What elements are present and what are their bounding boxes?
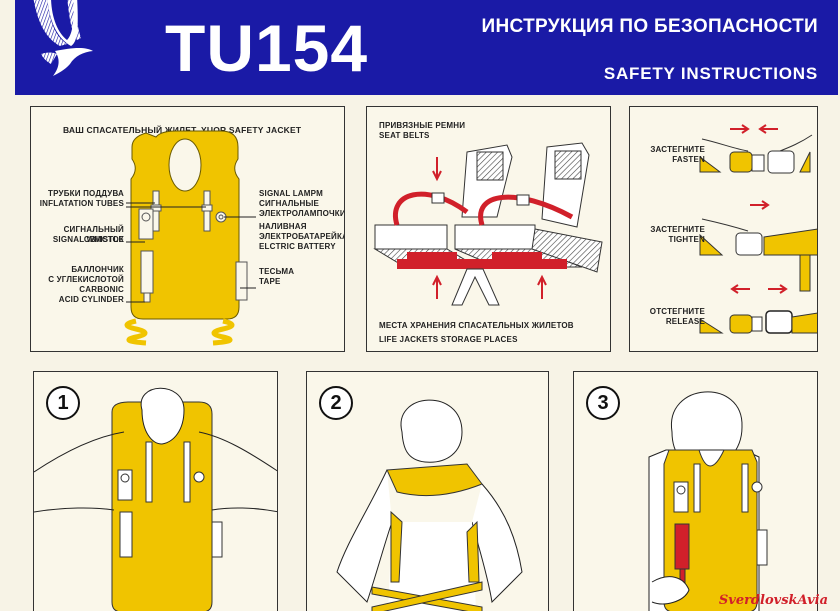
fasten-label-en: FASTEN xyxy=(672,155,705,164)
title-russian: ИНСТРУКЦИЯ ПО БЕЗОПАСНОСТИ xyxy=(481,16,818,37)
fasten-arrows-icon xyxy=(730,124,778,134)
step-number-3: 3 xyxy=(586,386,620,420)
whistle-label-en: SIGNAL WHISTLE xyxy=(52,235,124,244)
seats-title-ru: ПРИВЯЗНЫЕ РЕМНИ xyxy=(379,121,466,130)
aircraft-model: TU154 xyxy=(165,11,369,85)
seats-diagram-icon xyxy=(373,142,603,306)
storage-label-en: LIFE JACKETS STORAGE PLACES xyxy=(379,335,518,344)
tape-label-en: TAPE xyxy=(259,277,281,286)
whistle-label-ru: СИГНАЛЬНЫЙ СВИСТОК xyxy=(63,225,124,244)
tubes-label-en: INFLATATION TUBES xyxy=(39,199,124,208)
battery-label-en: ELCTRIC BATTERY xyxy=(259,242,336,251)
panel-buckle: ЗАСТЕГНИТЕ FASTEN ЗАСТЕГНИТЕ TIGHTEN ОТС… xyxy=(629,106,818,352)
battery-label-ru2: ЭЛЕКТРОБАТАРЕЙКА xyxy=(259,232,345,241)
title-english: SAFETY INSTRUCTIONS xyxy=(603,64,818,83)
battery-label-ru1: НАЛИВНАЯ xyxy=(259,222,307,231)
step-number-1: 1 xyxy=(46,386,80,420)
panel-step-1: 1 xyxy=(33,371,278,611)
storage-label-ru: МЕСТА ХРАНЕНИЯ СПАСАТЕЛЬНЫХ ЖИЛЕТОВ xyxy=(379,321,574,330)
tape-label-ru: ТЕСЬМА xyxy=(259,267,295,276)
panel-seat-belts: ПРИВЯЗНЫЕ РЕМНИ SEAT BELTS МЕСТА ХРАНЕНИ… xyxy=(366,106,611,352)
panel-life-jacket: ВАШ СПАСАТЕЛЬНЫЙ ЖИЛЕТ YUOR SAFETY JACKE… xyxy=(30,106,345,352)
lamp-label-en: SIGNAL LAMPM xyxy=(259,189,324,198)
step-number-2: 2 xyxy=(319,386,353,420)
person-inflating-vest-icon xyxy=(648,391,768,611)
seats-title-en: SEAT BELTS xyxy=(379,131,430,140)
cylinder-label-en2: ACID CYLINDER xyxy=(58,295,124,304)
bird-logo-icon xyxy=(33,0,93,76)
release-arrows-icon xyxy=(730,284,788,294)
cylinder-label-en1: CARBONIC xyxy=(79,285,124,294)
jacket-title-en: YUOR SAFETY JACKET xyxy=(201,125,302,135)
tighten-label-en: TIGHTEN xyxy=(668,235,705,244)
lamp-label-ru2: ЭЛЕКТРОЛАМПОЧКИ xyxy=(259,209,345,218)
buckle-diagram-icon xyxy=(699,124,817,334)
release-label-ru: ОТСТЕГНИТЕ xyxy=(649,307,705,316)
person-tying-straps-icon xyxy=(336,399,523,611)
tighten-arrow-icon xyxy=(750,200,770,210)
lamp-label-ru1: СИГНАЛЬНЫЕ xyxy=(259,199,320,208)
jacket-title-ru: ВАШ СПАСАТЕЛЬНЫЙ ЖИЛЕТ xyxy=(63,125,197,135)
fasten-label-ru: ЗАСТЕГНИТЕ xyxy=(650,145,705,154)
cylinder-label-ru2: С УГЛЕКИСЛОТОЙ xyxy=(48,275,124,284)
panel-step-2: 2 xyxy=(306,371,549,611)
tighten-label-ru: ЗАСТЕГНИТЕ xyxy=(650,225,705,234)
tubes-label-ru: ТРУБКИ ПОДДУВА xyxy=(48,189,124,198)
header-banner xyxy=(15,0,838,95)
person-putting-on-vest-icon xyxy=(34,387,277,611)
watermark: SverdlovskAvia xyxy=(718,593,828,608)
cylinder-label-ru1: БАЛЛОНЧИК xyxy=(71,265,124,274)
release-label-en: RELEASE xyxy=(665,317,705,326)
panel-step-3: 3 xyxy=(573,371,818,611)
life-jacket-icon xyxy=(124,130,256,346)
